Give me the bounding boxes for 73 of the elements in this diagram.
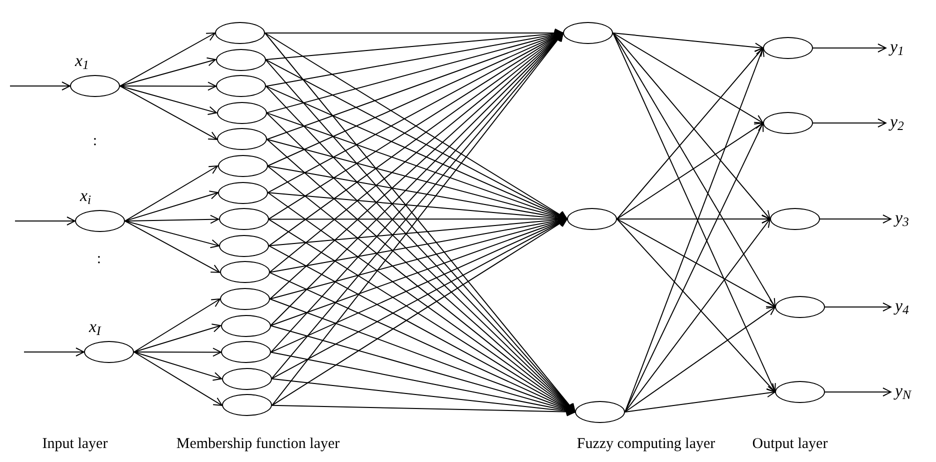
arrow [624, 388, 776, 412]
ellipse-node [70, 75, 120, 97]
arrow [134, 352, 222, 381]
input-label: x$_{i}$ [80, 187, 92, 204]
ellipse-node [220, 261, 270, 284]
ellipse-node [770, 208, 820, 230]
arrow [616, 218, 776, 308]
arrow [134, 348, 222, 357]
ellipse-node [775, 381, 825, 403]
arrow [812, 44, 886, 52]
arrow [24, 348, 84, 356]
input-label: x$_{I}$ [89, 318, 101, 335]
ellipse-node [563, 22, 613, 44]
ellipse-node [575, 401, 625, 423]
ellipse-node [775, 296, 825, 318]
ellipse-node [84, 341, 134, 363]
arrow [124, 220, 220, 248]
output-label: y$_{3}$ [895, 209, 909, 226]
ellipse-node [218, 208, 268, 230]
ellipse-node [222, 394, 272, 416]
ellipse-node [220, 288, 270, 310]
arrow [612, 32, 776, 308]
ellipse-node [215, 22, 265, 44]
layer-label: Membership function layer [176, 437, 340, 452]
ellipse-node [75, 210, 125, 232]
arrow [124, 190, 218, 222]
ellipse-node [763, 37, 813, 59]
arrow [265, 29, 564, 60]
arrow [14, 216, 76, 226]
arrow [10, 82, 70, 90]
arrow [134, 298, 220, 352]
arrow [616, 122, 764, 220]
arrow [624, 306, 776, 412]
arrow [272, 404, 576, 416]
arrow [134, 324, 221, 352]
arrow [124, 220, 220, 273]
arrow [812, 118, 886, 128]
arrow [824, 388, 892, 396]
layer-label: Output layer [752, 437, 828, 452]
arrow [124, 166, 218, 222]
arrow [624, 122, 764, 412]
arrow [120, 57, 216, 86]
arrow [120, 82, 216, 91]
arrow [612, 32, 776, 392]
arrow [824, 302, 892, 312]
ellipse-node [763, 112, 813, 134]
layer-label: Input layer [42, 437, 108, 452]
ellipse-node [567, 208, 617, 230]
layer-label: Fuzzy computing layer [576, 437, 716, 452]
input-label: x$_{1}$ [75, 52, 89, 69]
arrow [120, 86, 217, 116]
output-label: y$_{4}$ [895, 297, 909, 314]
ellipsis-mark: : [92, 134, 98, 149]
ellipse-node [222, 368, 272, 390]
ellipse-node [216, 102, 266, 124]
arrow [612, 32, 764, 124]
arrow [271, 378, 576, 416]
output-label: y$_{1}$ [890, 38, 904, 55]
output-label: y$_{N}$ [895, 382, 912, 399]
arrow [624, 48, 764, 412]
ellipse-node [218, 155, 268, 177]
ellipsis-mark: : [96, 252, 102, 267]
output-label: y$_{2}$ [890, 113, 904, 130]
arrow [612, 32, 764, 52]
arrow [134, 352, 222, 406]
arrow [616, 218, 776, 392]
ellipse-node [220, 314, 270, 337]
arrow [120, 32, 216, 86]
arrow [820, 214, 892, 224]
arrow [120, 86, 218, 140]
arrow [124, 214, 219, 224]
arrow [624, 218, 770, 412]
ellipse-node [216, 48, 266, 71]
